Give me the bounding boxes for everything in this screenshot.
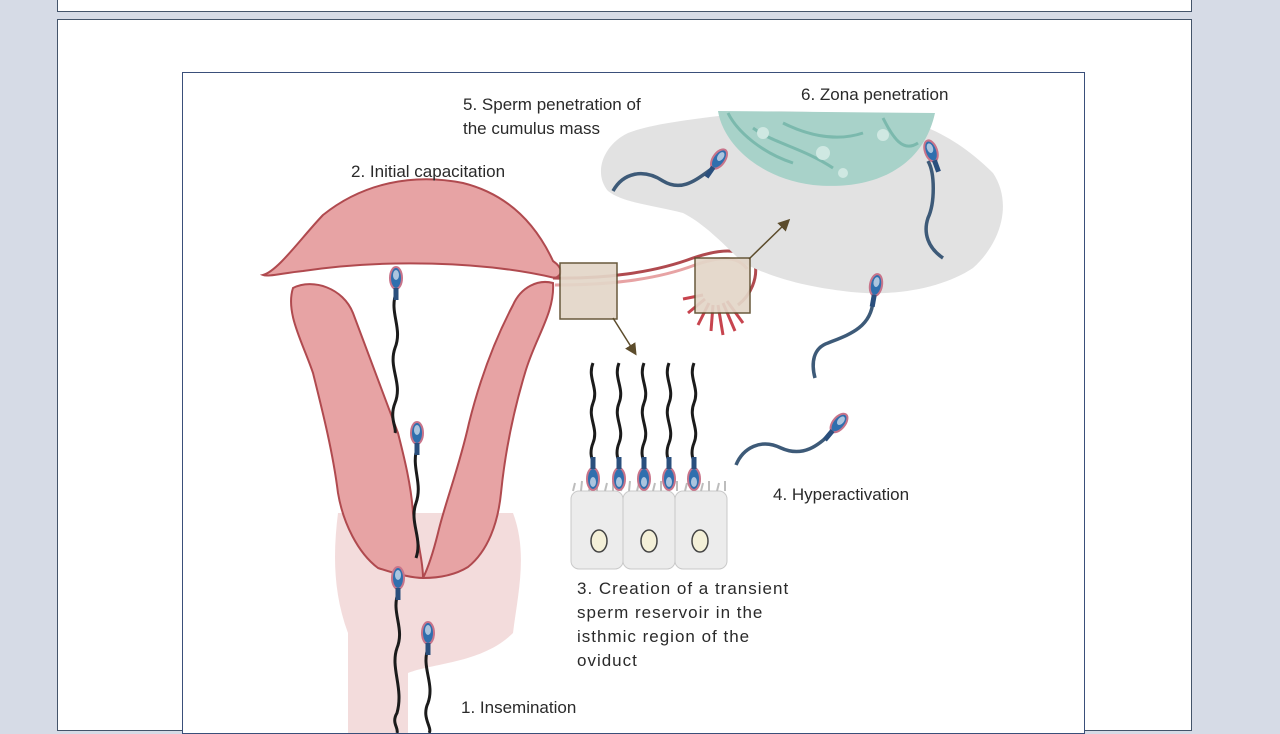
isthmus-magnify-box bbox=[559, 262, 618, 320]
diagram-canvas bbox=[259, 111, 1003, 733]
oviduct-epithelium bbox=[570, 480, 728, 570]
label-step3-line2: sperm reservoir in the bbox=[577, 603, 764, 622]
label-step1: 1. Insemination bbox=[461, 698, 577, 717]
uterus-fundus bbox=[259, 178, 562, 280]
arrow-to-cumulus bbox=[748, 218, 791, 260]
ampulla-magnify-box bbox=[694, 257, 751, 314]
reservoir-sperm bbox=[589, 362, 698, 470]
sperm-journey-figure: 5. Sperm penetration of the cumulus mass… bbox=[182, 72, 1085, 734]
label-step6: 6. Zona penetration bbox=[801, 85, 949, 104]
label-step3-line3: isthmic region of the bbox=[577, 627, 751, 646]
label-step2: 2. Initial capacitation bbox=[351, 162, 506, 181]
uterus-body bbox=[290, 281, 555, 580]
slide-top-panel bbox=[57, 0, 1192, 12]
label-step4: 4. Hyperactivation bbox=[773, 485, 910, 504]
label-step5-line1: 5. Sperm penetration of bbox=[463, 95, 641, 114]
label-step3-line4: oviduct bbox=[577, 651, 638, 670]
oocyte bbox=[718, 111, 935, 186]
label-step3: 3. Creation of a transient sperm reservo… bbox=[577, 577, 821, 673]
arrow-to-reservoir bbox=[612, 317, 637, 356]
label-step5: 5. Sperm penetration of the cumulus mass bbox=[463, 93, 641, 141]
hyperactivated-sperm bbox=[611, 160, 945, 466]
label-step3-line1: 3. Creation of a transient bbox=[577, 579, 790, 598]
label-step5-line2: the cumulus mass bbox=[463, 119, 600, 138]
